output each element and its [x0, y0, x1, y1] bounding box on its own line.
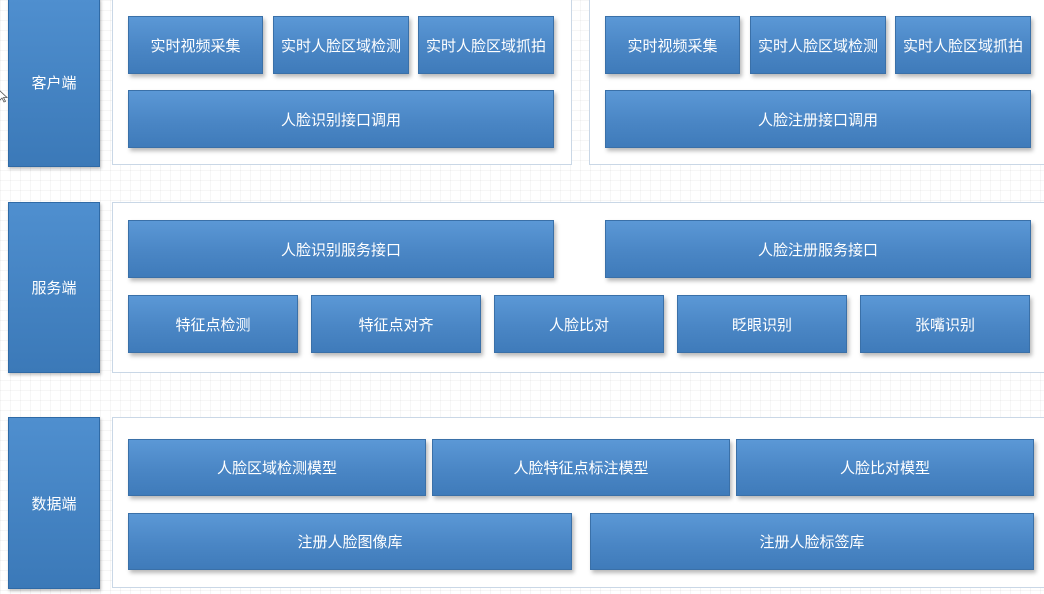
mouse-cursor-icon: [0, 90, 8, 103]
box-label: 人脸区域检测模型: [216, 459, 337, 477]
box-label: 人脸注册服务接口: [757, 240, 878, 259]
box-label: 人脸比对: [548, 315, 609, 334]
tier-label-server-text: 服务端: [31, 279, 77, 297]
tier-label-data: 数据端: [8, 417, 100, 589]
data-db-registered-face-images: 注册人脸图像库: [128, 513, 572, 570]
box-label: 人脸识别接口调用: [280, 110, 401, 129]
tier-label-client-text: 客户端: [31, 74, 77, 92]
server-module-face-compare: 人脸比对: [494, 295, 664, 353]
server-module-landmark-detect: 特征点检测: [128, 295, 298, 353]
box-label: 人脸注册接口调用: [757, 110, 878, 129]
client-recognition-api-call: 人脸识别接口调用: [128, 90, 554, 148]
data-db-registered-face-labels: 注册人脸标签库: [590, 513, 1034, 570]
server-recognition-service: 人脸识别服务接口: [128, 220, 554, 278]
tier-label-client: 客户端: [8, 0, 100, 167]
server-module-blink-detect: 眨眼识别: [677, 295, 847, 353]
box-label: 实时视频采集: [150, 36, 241, 55]
tier-label-data-text: 数据端: [31, 494, 77, 513]
client-right-capture-video: 实时视频采集: [605, 16, 740, 74]
client-right-face-snapshot: 实时人脸区域抓拍: [895, 16, 1031, 74]
box-label: 注册人脸图像库: [297, 533, 403, 551]
box-label: 实时人脸区域抓拍: [902, 36, 1023, 55]
tier-label-server: 服务端: [8, 202, 100, 373]
server-registration-service: 人脸注册服务接口: [605, 220, 1031, 278]
box-label: 人脸识别服务接口: [280, 240, 401, 259]
box-label: 注册人脸标签库: [759, 533, 865, 551]
box-label: 眨眼识别: [731, 315, 792, 334]
client-right-face-detect: 实时人脸区域检测: [750, 16, 886, 74]
box-label: 实时视频采集: [627, 36, 718, 55]
box-label: 人脸特征点标注模型: [513, 459, 649, 477]
data-model-face-compare: 人脸比对模型: [736, 439, 1034, 496]
box-label: 实时人脸区域检测: [280, 36, 401, 55]
data-model-face-landmark: 人脸特征点标注模型: [432, 439, 730, 496]
box-label: 人脸比对模型: [839, 459, 930, 477]
server-module-landmark-align: 特征点对齐: [311, 295, 481, 353]
box-label: 特征点对齐: [358, 315, 434, 334]
client-registration-api-call: 人脸注册接口调用: [605, 90, 1031, 148]
client-left-capture-video: 实时视频采集: [128, 16, 263, 74]
box-label: 张嘴识别: [914, 315, 975, 334]
data-model-face-region-detect: 人脸区域检测模型: [128, 439, 426, 496]
client-left-face-snapshot: 实时人脸区域抓拍: [418, 16, 554, 74]
box-label: 实时人脸区域抓拍: [425, 36, 546, 55]
server-module-mouth-open-detect: 张嘴识别: [860, 295, 1030, 353]
client-left-face-detect: 实时人脸区域检测: [273, 16, 409, 74]
box-label: 特征点检测: [175, 315, 251, 334]
box-label: 实时人脸区域检测: [757, 36, 878, 55]
